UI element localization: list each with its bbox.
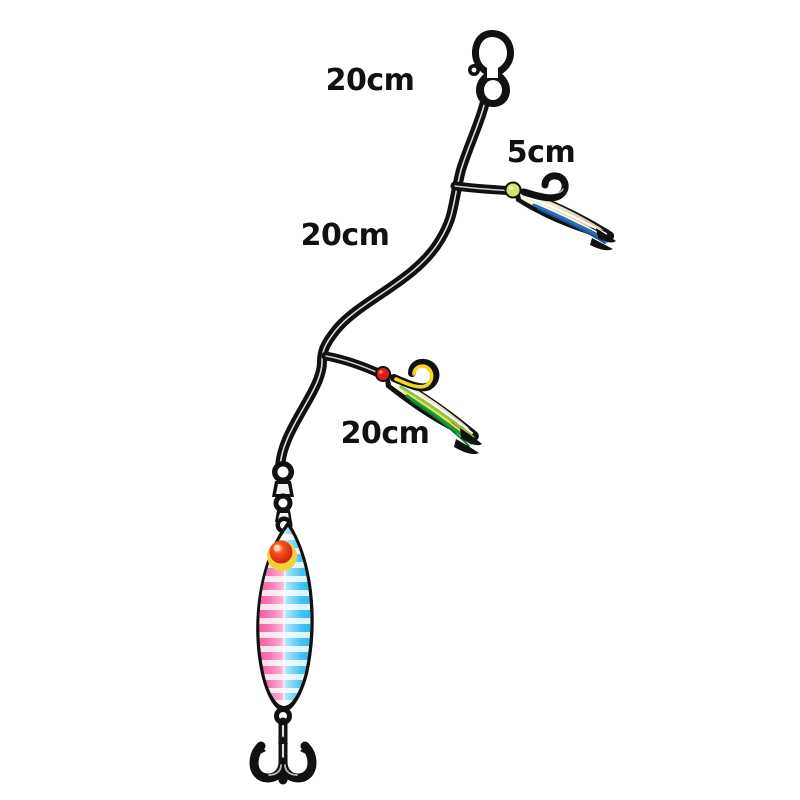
label-lower-leader: 20cm [341, 416, 430, 451]
snap-swivel-upper-eye [479, 37, 507, 78]
leader-line-core [275, 73, 494, 475]
leader-line-highlight [279, 77, 490, 471]
lower-teaser-hook [394, 364, 434, 389]
main-leader-line [275, 73, 494, 475]
upper-teaser-assembly [450, 172, 616, 251]
treble-hook-assembly [249, 707, 317, 785]
jig-mid-ring-hole [278, 498, 288, 508]
upper-teaser-tail-tip-a [596, 228, 616, 243]
snap-swivel-lower-eye [484, 80, 502, 100]
lower-teaser-tail-tip-b [454, 439, 479, 455]
jig-eye-highlight [273, 544, 281, 552]
upper-teaser-hook [520, 172, 569, 202]
treble-barb-center [278, 736, 288, 744]
upper-teaser-bead [506, 183, 520, 197]
jig-swivel-body [276, 484, 290, 494]
jig-lure-body [256, 521, 314, 712]
upper-teaser-bead-highlight [509, 186, 513, 190]
treble-barb-left [258, 746, 266, 755]
measurement-labels: 20cm 5cm 20cm 20cm [298, 61, 578, 454]
treble-left-highlight [268, 764, 282, 776]
upper-teaser-tail-tip-b [590, 238, 613, 251]
lower-teaser-assembly [321, 351, 482, 455]
lower-teaser-flash-white [397, 382, 473, 434]
lower-teaser-flash-lightgreen [399, 385, 475, 439]
upper-teaser-hook-highlight [548, 188, 564, 194]
jig-swivel-chain [272, 461, 294, 534]
lower-teaser-bead [377, 368, 389, 380]
label-upper-teaser: 5cm [507, 135, 575, 170]
lower-teaser-tail-tip-a [460, 428, 482, 446]
jig-eye [269, 540, 293, 564]
upper-teaser-flash-blue-2 [537, 208, 606, 244]
lower-teaser-bead-highlight [379, 370, 383, 374]
jig-top-split-ring-hole [277, 466, 289, 478]
label-top-leader: 20cm [326, 63, 415, 98]
treble-barb-right [300, 746, 308, 755]
lower-teaser-flash-green-2 [410, 400, 470, 447]
top-snap-swivel [468, 30, 514, 107]
snap-swivel-nub-hole [471, 67, 477, 73]
label-mid-leader: 20cm [301, 218, 390, 253]
treble-right-highlight [284, 764, 298, 776]
